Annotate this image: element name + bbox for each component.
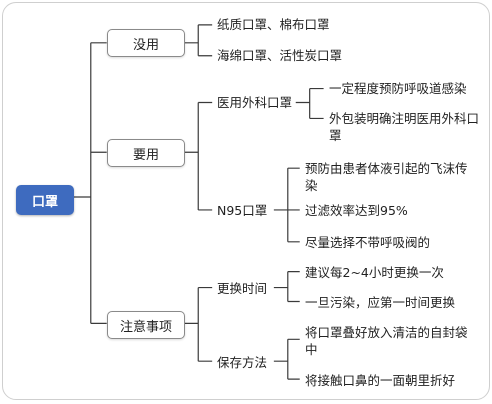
surgical-mask-label: 医用外科口罩	[217, 95, 293, 110]
n95-item-3: 尽量选择不带呼吸阀的	[305, 235, 431, 250]
storage-item-2: 将接触口鼻的一面朝里折好	[305, 373, 456, 388]
category-notes: 注意事项	[107, 311, 185, 339]
storage-method-label: 保存方法	[217, 355, 268, 370]
replace-item-2: 一旦污染，应第一时间更换	[305, 295, 456, 310]
category-useless: 没用	[107, 29, 185, 57]
n95-item-1: 预防由患者体液引起的飞沫传染	[305, 161, 468, 193]
replace-item-1: 建议每2~4小时更换一次	[305, 265, 444, 280]
surgical-item-2: 外包装明确注明医用外科口罩	[329, 111, 480, 143]
n95-mask-label: N95口罩	[217, 203, 268, 218]
storage-item-1: 将口罩叠好放入清洁的自封袋中	[305, 325, 468, 357]
replace-time-label: 更换时间	[217, 281, 268, 296]
mind-map: 口罩 没用 要用 注意事项 纸质口罩、棉布口罩 海绵口罩、活性炭口罩 医用外科口…	[2, 2, 490, 400]
connector-lines	[71, 24, 324, 380]
n95-item-2: 过滤效率达到95%	[305, 203, 408, 218]
useless-item-2: 海绵口罩、活性炭口罩	[217, 48, 343, 63]
category-useful: 要用	[107, 139, 185, 167]
useless-item-1: 纸质口罩、棉布口罩	[217, 17, 330, 32]
surgical-item-1: 一定程度预防呼吸道感染	[329, 81, 467, 96]
root-node: 口罩	[16, 185, 74, 215]
